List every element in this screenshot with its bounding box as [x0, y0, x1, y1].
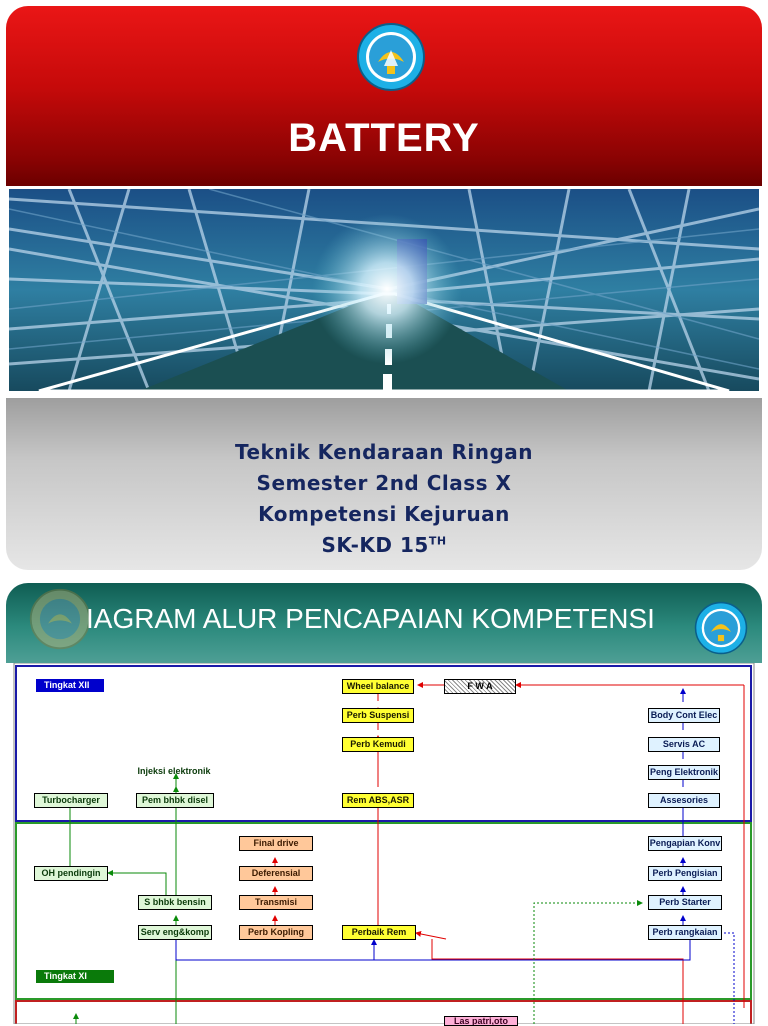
tut-wuri-handayani-logo-icon	[694, 601, 748, 655]
level-label-xi: Tingkat XI	[36, 970, 114, 983]
box-perb-suspensi: Perb Suspensi	[342, 708, 414, 723]
box-pengapian-konv: Pengapian Konv	[648, 836, 722, 851]
box-oh-pendingin: OH pendingin	[34, 866, 108, 881]
box-serv-eng-komp: Serv eng&komp	[138, 925, 212, 940]
level-label-xii: Tingkat XII	[36, 679, 104, 692]
box-perb-rangkaian: Perb rangkaian	[648, 925, 722, 940]
box-wheel-balance: Wheel balance	[342, 679, 414, 694]
box-perb-starter: Perb Starter	[648, 895, 722, 910]
box-perbaik-rem: Perbaik Rem	[342, 925, 416, 940]
sk-kd-suffix: TH	[428, 534, 447, 548]
flow-connectors	[13, 663, 755, 1024]
box-peng-elektronik: Peng Elektronik	[648, 765, 720, 780]
box-pem-bhbk-disel: Pem bhbk disel	[136, 793, 214, 808]
flow-diagram-title: IAGRAM ALUR PENCAPAIAN KOMPETENSI	[86, 603, 655, 634]
sk-kd-text: SK-KD 15	[321, 533, 429, 557]
flow-header-band: IAGRAM ALUR PENCAPAIAN KOMPETENSI	[6, 583, 762, 663]
sk-kd-line: SK-KD 15TH	[6, 533, 762, 557]
box-s-bhbk-bensin: S bhbk bensin	[138, 895, 212, 910]
box-body-cont-elec: Body Cont Elec	[648, 708, 720, 723]
box-deferensial: Deferensial	[239, 866, 313, 881]
title-header-band: BATTERY	[6, 6, 762, 186]
box-perb-kemudi: Perb Kemudi	[342, 737, 414, 752]
box-transmisi: Transmisi	[239, 895, 313, 910]
box-perb-pengisian: Perb Pengisian	[648, 866, 722, 881]
slide-title: BATTERY	[288, 116, 480, 160]
box-fwa: F W A	[444, 679, 516, 694]
road-highway-photo	[9, 189, 759, 391]
box-perb-kopling: Perb Kopling	[239, 925, 313, 940]
tut-wuri-handayani-logo-icon	[357, 23, 425, 91]
box-final-drive: Final drive	[239, 836, 313, 851]
box-injeksi-elektronik: Injeksi elektronik	[137, 766, 211, 776]
box-servis-ac: Servis AC	[648, 737, 720, 752]
course-line-1: Teknik Kendaraan Ringan	[234, 440, 534, 464]
title-slide: BATTERY	[6, 6, 762, 570]
box-turbocharger: Turbocharger	[34, 793, 108, 808]
course-line-3: Kompetensi Kejuruan	[258, 502, 510, 526]
box-las-patri-oto: Las patri,oto	[444, 1016, 518, 1026]
competency-flow-slide: IAGRAM ALUR PENCAPAIAN KOMPETENSI	[6, 583, 762, 1026]
watermark-logo-icon	[29, 588, 91, 650]
box-rem-abs-asr: Rem ABS,ASR	[342, 793, 414, 808]
flow-diagram: Tingkat XII Tingkat XI Wheel balance F W…	[6, 663, 762, 1026]
course-line-2: Semester 2nd Class X	[256, 471, 512, 495]
course-info-band: Teknik Kendaraan Ringan Semester 2nd Cla…	[6, 398, 762, 570]
box-assesories: Assesories	[648, 793, 720, 808]
